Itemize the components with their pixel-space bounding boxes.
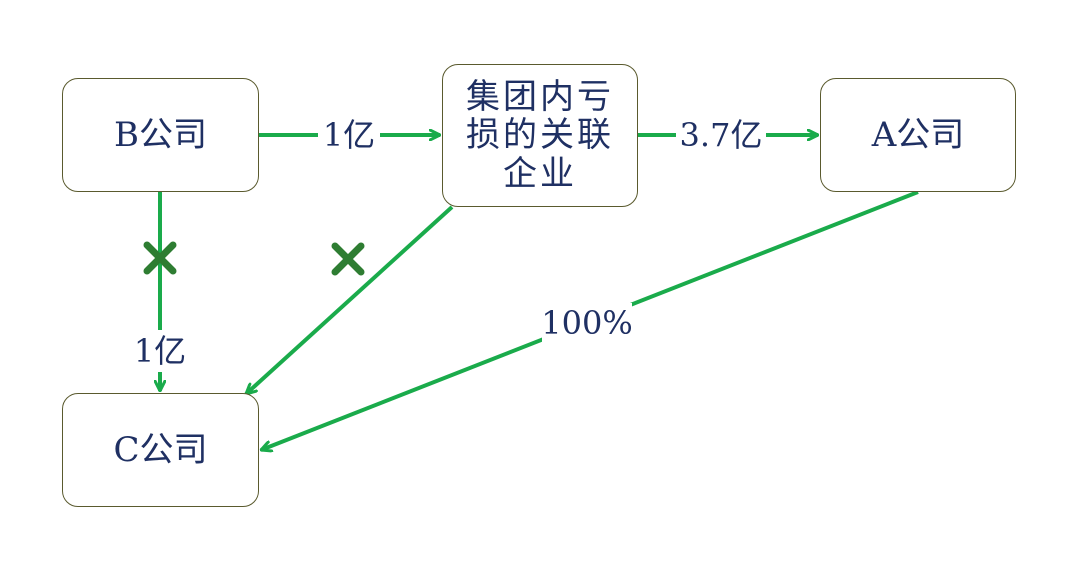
cross-icon-group-to-c	[331, 242, 365, 276]
label-b-to-group: 1亿	[323, 116, 375, 154]
node-company-c: C公司	[62, 393, 259, 507]
label-group-to-a: 3.7亿	[680, 116, 763, 154]
label-b-to-c: 1亿	[134, 332, 186, 370]
arrow-group-to-c	[246, 205, 454, 394]
node-loss-making-affiliate-label: 集团内亏损的关联企业	[466, 77, 614, 194]
node-company-a: A公司	[820, 78, 1016, 192]
node-loss-making-affiliate: 集团内亏损的关联企业	[442, 64, 638, 207]
label-a-to-c: 100%	[541, 304, 632, 342]
cross-icon-b-to-c	[143, 241, 177, 275]
node-company-c-label: C公司	[113, 429, 208, 470]
node-company-a-label: A公司	[871, 114, 965, 155]
node-company-b-label: B公司	[114, 114, 207, 155]
node-company-b: B公司	[62, 78, 259, 192]
